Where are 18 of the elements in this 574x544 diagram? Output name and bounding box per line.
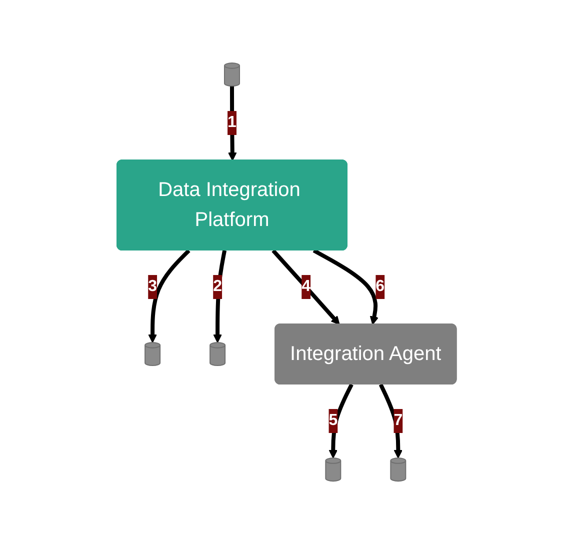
- node-cylinder: [210, 342, 226, 366]
- arrow: [148, 249, 191, 343]
- node-cylinder: [144, 342, 161, 366]
- edge-label: 4: [302, 278, 311, 295]
- node-cylinder: [390, 458, 407, 482]
- arrow: [379, 384, 403, 458]
- arrow: [313, 248, 379, 325]
- arrow: [272, 249, 340, 325]
- node-cylinder: [224, 62, 240, 86]
- edge-label: 5: [329, 412, 338, 429]
- node-cylinder: [326, 458, 342, 482]
- edge-label: 3: [148, 278, 158, 295]
- arrow: [329, 384, 354, 458]
- edge-label: 7: [394, 412, 403, 429]
- arrow: [214, 250, 227, 343]
- edge-label: 2: [213, 278, 222, 295]
- edge-label: 1: [228, 114, 237, 132]
- edge-label: 6: [376, 278, 385, 295]
